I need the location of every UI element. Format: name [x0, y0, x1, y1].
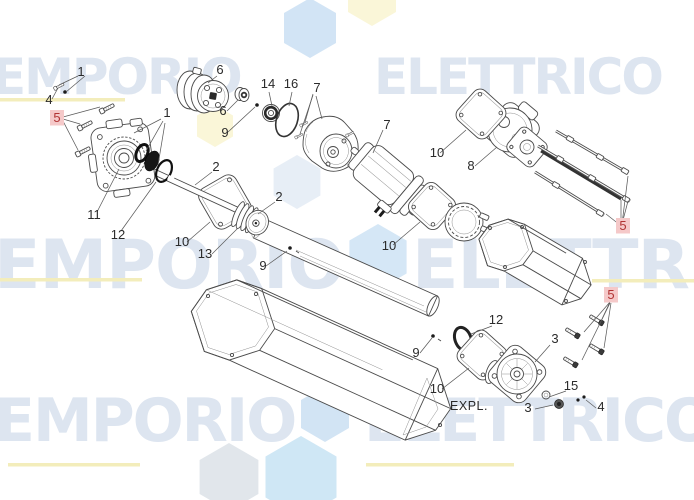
part-callout-8-19: 8: [467, 158, 474, 173]
part-oring-large: [274, 102, 300, 138]
part-callout-1-0: 1: [77, 64, 84, 79]
hexagon-decoration: [265, 436, 337, 500]
part-gasket-top-right: [455, 88, 507, 140]
part-callout-5-29: 5: [607, 287, 614, 302]
part-callout-12-13: 12: [111, 227, 125, 242]
hexagon-decoration: [284, 0, 336, 58]
part-dots-4: [576, 395, 586, 402]
callout-highlight-box: [604, 287, 618, 303]
part-callout-14-6: 14: [261, 76, 275, 91]
part-callout-10-24: 10: [430, 381, 444, 396]
part-callout-9-23: 9: [412, 345, 419, 360]
watermark-underline: [0, 278, 142, 282]
watermark-underline: [366, 463, 514, 467]
part-callout-1-3: 1: [163, 105, 170, 120]
part-screws-top-left: [52, 82, 116, 158]
part-ball: [255, 103, 259, 107]
callout-highlight-box: [50, 110, 64, 126]
part-head-flange: [88, 117, 156, 198]
part-callout-12-22: 12: [489, 312, 503, 327]
part-octagonal-tube-large: [190, 279, 452, 441]
part-callout-5-20: 5: [619, 218, 626, 233]
part-coupling: [176, 66, 229, 114]
part-callout-15-26: 15: [564, 378, 578, 393]
hexagon-decoration: [197, 105, 233, 147]
part-callout-13-15: 13: [198, 246, 212, 261]
part-callout-3-27: 3: [524, 400, 531, 415]
watermark-underline: [0, 98, 125, 102]
part-brake-rings: [134, 142, 175, 183]
part-callout-6-5: 6: [219, 103, 226, 118]
part-callout-2-11: 2: [275, 189, 282, 204]
part-callout-16-7: 16: [284, 76, 298, 91]
part-callout-10-18: 10: [430, 145, 444, 160]
part-circlip: [154, 159, 174, 183]
watermark-underline: [8, 463, 140, 467]
part-screws-bottom-right: [562, 313, 606, 369]
part-tie-rods: [534, 129, 631, 217]
part-motor-head: [484, 344, 547, 404]
part-callout-4-1: 4: [45, 92, 52, 107]
part-callout-7-8: 7: [313, 80, 320, 95]
part-callout-2-10: 2: [212, 159, 219, 174]
part-drive-pulley: [231, 201, 269, 236]
watermark-word: ELETTRICO: [374, 48, 662, 106]
part-octagonal-tube-short: [478, 218, 592, 306]
part-bearing: [262, 104, 280, 122]
part-callout-10-14: 10: [175, 234, 189, 249]
part-callout-11-12: 11: [87, 207, 101, 222]
part-nut-3: [554, 399, 564, 409]
part-washer-15: [541, 390, 551, 400]
expl-label: EXPL.: [450, 399, 488, 413]
watermark-word: EMPORIO: [0, 386, 295, 456]
part-pin-bottom: [431, 334, 442, 342]
part-callout-9-9: 9: [221, 125, 228, 140]
part-callout-3-25: 3: [551, 331, 558, 346]
callout-highlight-box: [616, 218, 630, 234]
part-callout-9-16: 9: [259, 258, 266, 273]
part-callout-5-2: 5: [53, 110, 60, 125]
part-washer-dot: [63, 90, 67, 94]
hexagon-decoration: [273, 155, 321, 209]
parts-layer: [52, 66, 631, 441]
hexagon-decoration: [199, 443, 259, 500]
part-callout-10-21: 10: [382, 238, 396, 253]
part-callout-7-17: 7: [383, 117, 390, 132]
watermark-underline: [592, 279, 694, 283]
part-motor-front-bracket: [294, 115, 359, 172]
part-bushing: [234, 87, 250, 102]
hexagon-decoration: [348, 0, 396, 26]
part-pin: [288, 246, 292, 250]
part-callout-6-4: 6: [216, 62, 223, 77]
part-callout-4-28: 4: [597, 399, 604, 414]
